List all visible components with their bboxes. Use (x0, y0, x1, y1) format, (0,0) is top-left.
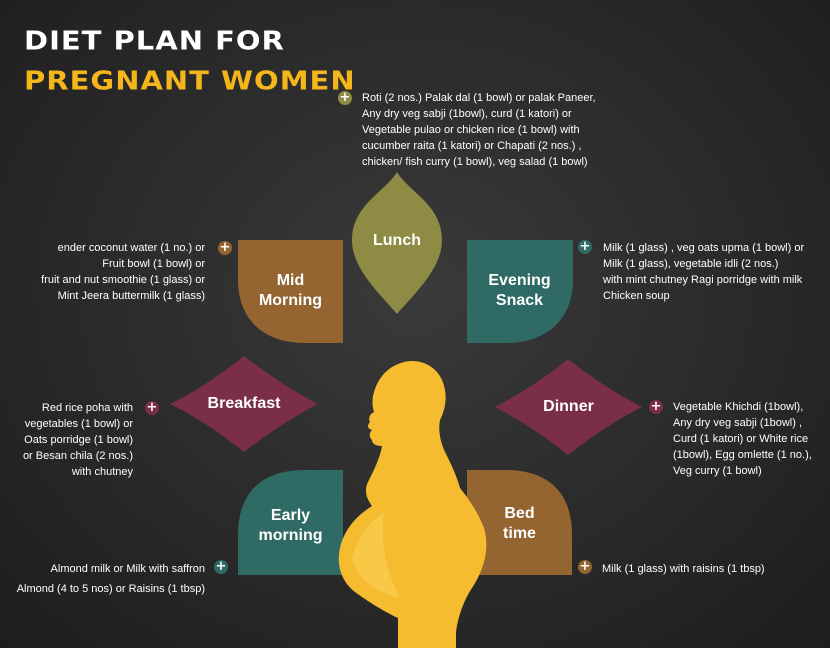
mid-morning-plus-icon: + (218, 240, 232, 255)
mid-morning-description: ender coconut water (1 no.) or Fruit bow… (41, 240, 205, 304)
evening-snack-label-line-2: Snack (495, 292, 544, 309)
lunch-plus-icon: + (338, 90, 352, 105)
mid-morning-label: Mid Morning (238, 271, 343, 311)
bed-time-label-line-1: Bed (504, 505, 535, 522)
mid-morning-line: Fruit bowl (1 bowl) or (102, 258, 205, 270)
evening-snack-line: Milk (1 glass) , veg oats upma (1 bowl) … (603, 242, 805, 254)
dinner-plus-icon: + (649, 399, 663, 414)
lunch-line: chicken/ fish curry (1 bowl), veg salad … (362, 156, 588, 168)
early-morning-label-line-1: Early (270, 507, 311, 524)
bed-time-description: Milk (1 glass) with raisins (1 tbsp) (602, 561, 765, 577)
evening-snack-line: Milk (1 glass), vegetable idli (2 nos.) (603, 258, 779, 270)
evening-snack-plus-icon: + (578, 239, 592, 254)
dinner-line: Curd (1 katori) or White rice (673, 433, 809, 445)
silhouette-highlight (352, 512, 400, 598)
lunch-petal (352, 172, 442, 314)
pregnant-woman-silhouette (338, 360, 487, 648)
bed-time-plus-icon: + (578, 559, 592, 574)
breakfast-petal (170, 356, 318, 452)
breakfast-line: vegetables (1 bowl) or (24, 418, 133, 430)
breakfast-line: or Besan chila (2 nos.) (22, 450, 133, 462)
lunch-line: Vegetable pulao or chicken rice (1 bowl)… (362, 124, 580, 136)
bed-time-line: Milk (1 glass) with raisins (1 tbsp) (602, 563, 765, 575)
breakfast-line: Red rice poha with (41, 402, 133, 414)
evening-snack-label-line-1: Evening (488, 272, 551, 289)
evening-snack-line: with mint chutney Ragi porridge with mil… (603, 274, 803, 286)
dinner-line: Veg curry (1 bowl) (673, 465, 762, 477)
evening-snack-line: Chicken soup (603, 290, 670, 302)
breakfast-line: with chutney (71, 466, 133, 478)
bed-time-petal (467, 470, 572, 575)
early-morning-description: Almond milk or Milk with saffron Almond … (17, 559, 205, 599)
mid-morning-label-line-2: Morning (258, 292, 323, 309)
dinner-petal (495, 359, 642, 455)
mid-morning-line: Mint Jeera buttermilk (1 glass) (57, 290, 205, 302)
early-morning-line: Almond milk or Milk with saffron (50, 563, 205, 575)
early-morning-plus-icon: + (214, 559, 228, 574)
lunch-description: Roti (2 nos.) Palak dal (1 bowl) or pala… (362, 90, 596, 170)
early-morning-label-line-2: morning (258, 527, 323, 544)
early-morning-line: Almond (4 to 5 nos) or Raisins (1 tbsp) (16, 583, 205, 595)
evening-snack-description: Milk (1 glass) , veg oats upma (1 bowl) … (603, 240, 804, 304)
mid-morning-line: ender coconut water (1 no.) or (57, 242, 205, 254)
breakfast-line: Oats porridge (1 bowl) (24, 434, 133, 446)
title-line-1: DIET PLAN FOR (24, 25, 285, 56)
lunch-line: Any dry veg sabji (1bowl), curd (1 kator… (362, 108, 572, 120)
evening-snack-label: Evening Snack (467, 271, 572, 311)
early-morning-petal (238, 470, 343, 575)
dinner-description: Vegetable Khichdi (1bowl), Any dry veg s… (673, 399, 812, 479)
bed-time-label: Bed time (467, 504, 572, 544)
lunch-line: Roti (2 nos.) Palak dal (1 bowl) or pala… (362, 92, 596, 104)
dinner-line: Vegetable Khichdi (1bowl), (673, 401, 804, 413)
mid-morning-petal (238, 240, 343, 343)
bed-time-label-line-2: time (503, 525, 536, 542)
dinner-line: Any dry veg sabji (1bowl) , (673, 417, 802, 429)
mid-morning-label-line-1: Mid (276, 272, 305, 289)
breakfast-label: Breakfast (207, 395, 281, 412)
breakfast-description: Red rice poha with vegetables (1 bowl) o… (23, 400, 133, 480)
dinner-label: Dinner (543, 398, 594, 415)
breakfast-plus-icon: + (145, 400, 159, 415)
lunch-label: Lunch (373, 232, 421, 249)
mid-morning-line: fruit and nut smoothie (1 glass) or (41, 274, 205, 286)
dinner-line: (1bowl), Egg omlette (1 no.), (673, 449, 812, 461)
lunch-line: cucumber raita (1 katori) or Chapati (2 … (362, 140, 582, 152)
early-morning-label: Early morning (238, 506, 343, 546)
evening-snack-petal (467, 240, 573, 343)
title-line-2: PREGNANT WOMEN (24, 65, 356, 96)
